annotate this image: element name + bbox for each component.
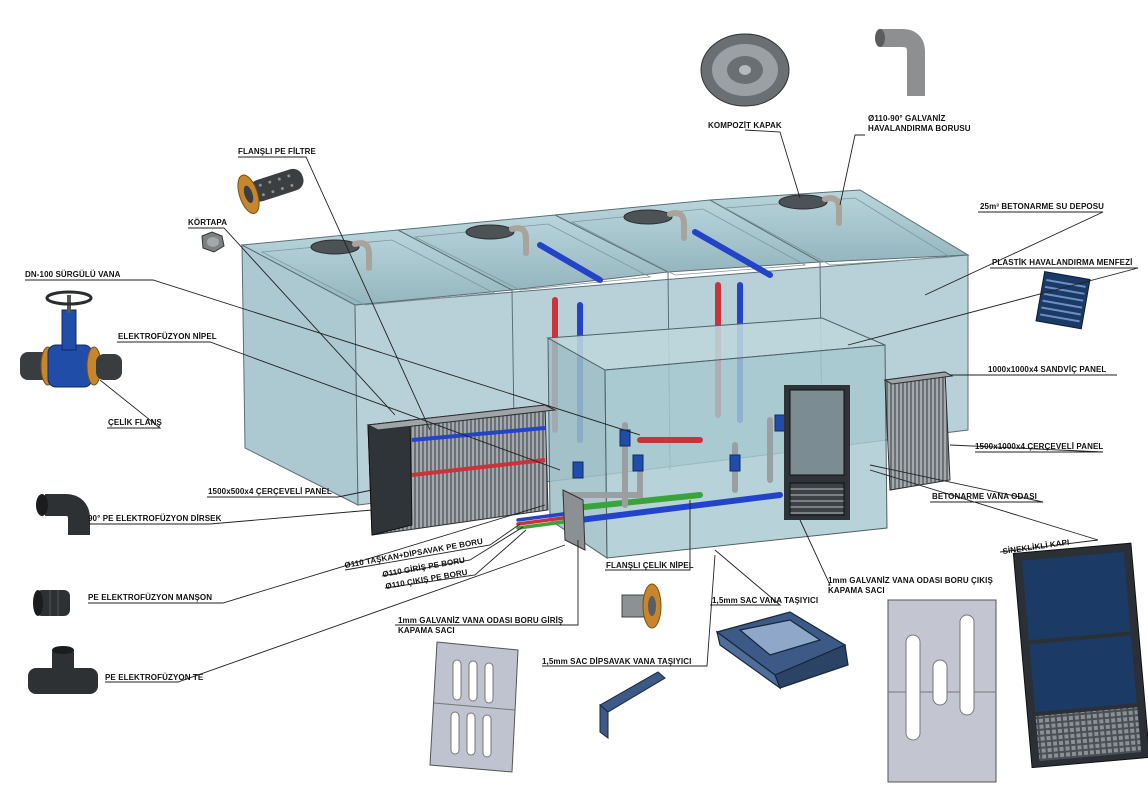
label-valve-carrier: 1,5mm SAC VANA TAŞIYICI bbox=[712, 596, 818, 605]
valve-room-door bbox=[784, 385, 850, 520]
label-steel-flange: ÇELİK FLANŞ bbox=[108, 418, 163, 427]
label-plastic-vent: PLASTİK HAVALANDIRMA MENFEZİ bbox=[992, 258, 1132, 267]
flyscreen-door-icon bbox=[1012, 542, 1148, 769]
label-pe-coupler: PE ELEKTROFÜZYON MANŞON bbox=[88, 593, 212, 602]
inlet-cover-plate-icon bbox=[429, 641, 519, 773]
label-valve-room: BETONARME VANA ODASI bbox=[932, 492, 1037, 501]
label-electrofusion-nipple: ELEKTROFÜZYON NİPEL bbox=[118, 332, 217, 341]
outlet-cover-plate-icon bbox=[887, 599, 997, 783]
gate-valve-icon bbox=[20, 290, 122, 388]
drain-valve-carrier-icon bbox=[599, 671, 666, 739]
label-sandwich-panel: 1000x1000x4 SANDVİÇ PANEL bbox=[988, 365, 1106, 374]
galvanized-vent-elbow-icon bbox=[875, 29, 925, 96]
label-framed-panel-1500x1000: 1500x1000x4 ÇERÇEVELİ PANEL bbox=[975, 442, 1103, 451]
flanged-steel-nipple-icon bbox=[621, 583, 662, 629]
label-framed-panel-1500x500: 1500x500x4 ÇERÇEVELİ PANEL bbox=[208, 487, 332, 496]
label-outlet-cover-2: KAPAMA SACI bbox=[828, 586, 885, 595]
label-outlet-cover-1: 1mm GALVANİZ VANA ODASI BORU ÇIKIŞ bbox=[828, 576, 993, 585]
label-blind-cap: KÖRTAPA bbox=[188, 218, 227, 227]
valve-room-valves bbox=[572, 414, 786, 479]
label-flanged-pe-filter: FLANŞLI PE FİLTRE bbox=[238, 147, 317, 156]
label-inlet-cover-1: 1mm GALVANİZ VANA ODASI BORU GİRİŞ bbox=[398, 616, 564, 625]
plastic-vent-grille-icon bbox=[1035, 270, 1091, 330]
pe-coupler-icon bbox=[33, 590, 70, 616]
label-pe-tee: PE ELEKTROFÜZYON TE bbox=[105, 673, 204, 682]
leader-lines bbox=[25, 129, 1139, 683]
blind-cap-icon bbox=[201, 231, 225, 253]
label-gate-valve: DN-100 SÜRGÜLÜ VANA bbox=[25, 270, 121, 279]
tank-vent-pipes bbox=[352, 195, 842, 271]
label-inlet-cover-2: KAPAMA SACI bbox=[398, 626, 455, 635]
label-composite-lid: KOMPOZİT KAPAK bbox=[708, 121, 782, 130]
sandwich-panel-stack bbox=[883, 371, 954, 491]
tank-lids bbox=[310, 194, 828, 255]
pe-elbow-icon bbox=[36, 494, 90, 535]
inlet-cover-plate-installed bbox=[562, 489, 586, 551]
composite-lid-icon bbox=[700, 33, 790, 107]
label-flanged-steel-nipple: FLANŞLI ÇELİK NİPEL bbox=[606, 561, 694, 570]
valve-room bbox=[546, 317, 888, 559]
label-concrete-tank: 25m³ BETONARME SU DEPOSU bbox=[980, 202, 1104, 211]
pe-tee-icon bbox=[28, 646, 98, 694]
flanged-pe-filter-icon bbox=[237, 168, 304, 215]
valve-carrier-icon bbox=[715, 611, 849, 690]
label-drain-carrier: 1,5mm SAC DİPSAVAK VANA TAŞIYICI bbox=[542, 657, 691, 666]
panel-stack-left bbox=[366, 404, 557, 536]
label-galvanized-pipe-2: HAVALANDIRMA BORUSU bbox=[868, 124, 971, 133]
label-pe-elbow: 90° PE ELEKTROFÜZYON DİRSEK bbox=[88, 514, 222, 523]
label-galvanized-pipe-1: Ø110-90° GALVANİZ bbox=[868, 114, 946, 123]
